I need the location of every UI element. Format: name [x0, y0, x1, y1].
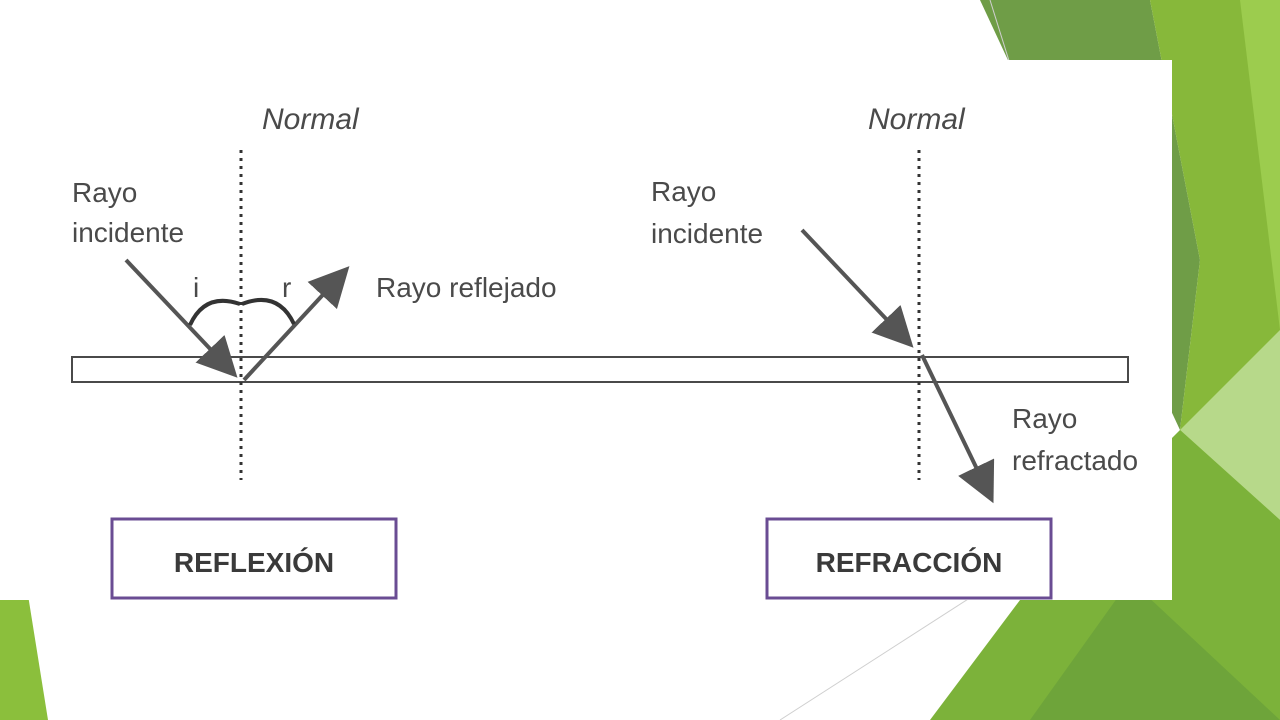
reflection-incident-label-line2: incidente	[72, 217, 184, 248]
surface-bar	[71, 356, 1129, 383]
angle-i-label: i	[193, 272, 199, 303]
refraction-incident-ray	[800, 228, 914, 348]
refraction-group: Normal Rayo incidente Rayo refractado RE…	[651, 103, 1138, 600]
reflection-reflected-ray	[242, 266, 350, 382]
reflection-group: Normal Rayo incidente i r Rayo reflejado…	[72, 103, 557, 600]
reflection-normal-label: Normal	[262, 103, 360, 136]
refracted-ray-label-line1: Rayo	[1012, 403, 1077, 434]
right-facet-light	[1240, 0, 1280, 330]
reflection-box-label: REFLEXIÓN	[174, 547, 334, 578]
refraction-refracted-ray	[920, 354, 995, 504]
reflection-box	[110, 517, 398, 600]
bottom-right-facet-dark	[1030, 580, 1280, 720]
angle-i-arc	[188, 298, 241, 326]
reflection-incident-label-line1: Rayo	[72, 177, 137, 208]
reflection-incident-ray	[124, 258, 238, 378]
refraction-incident-label-line2: incidente	[651, 218, 763, 249]
refracted-ray-label-line2: refractado	[1012, 445, 1138, 476]
angle-r-arc	[241, 298, 296, 325]
refraction-normal-label: Normal	[868, 103, 966, 136]
angle-r-label: r	[282, 272, 291, 303]
refraction-box-label: REFRACCIÓN	[816, 547, 1003, 578]
right-facet-pale	[1180, 330, 1280, 520]
refraction-box	[765, 517, 1053, 600]
reflected-ray-label: Rayo reflejado	[376, 272, 557, 303]
refraction-incident-label-line1: Rayo	[651, 176, 716, 207]
diagram-panel	[0, 60, 1172, 600]
